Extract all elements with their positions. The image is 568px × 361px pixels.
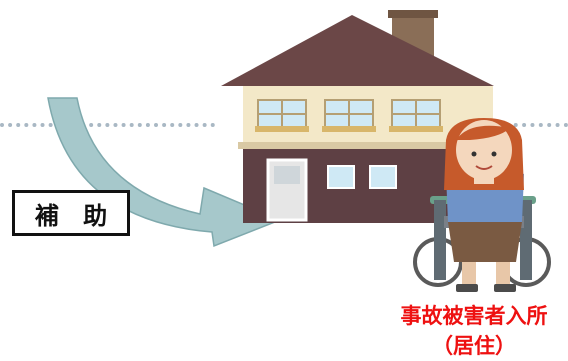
dotted-line-right [497,123,568,127]
support-label: 補 助 [12,190,130,236]
curved-arrow-icon [47,97,282,248]
caption-line1: 事故被害者入所 [400,304,548,328]
person-in-wheelchair-icon [413,118,551,292]
caption-line2: （居住） [432,334,516,358]
roof [221,15,494,86]
dotted-line-left [0,123,215,127]
house-icon [221,10,498,223]
lower-windows [327,165,397,189]
